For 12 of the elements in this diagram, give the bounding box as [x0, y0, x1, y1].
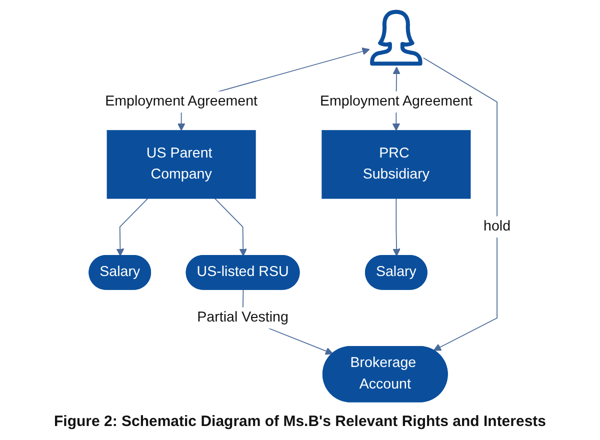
- arrow: [423, 57, 498, 351]
- node-person: [370, 9, 424, 66]
- edge-label: Employment Agreement: [105, 94, 258, 110]
- arrow: [392, 198, 401, 256]
- arrow: [214, 198, 248, 256]
- caption: Figure 2: Schematic Diagram of Ms.B's Relevant Rights and Interests: [54, 413, 546, 430]
- arrow: [116, 198, 149, 256]
- node-box: US Parent Company: [106, 130, 256, 199]
- edge-label: hold: [484, 218, 511, 234]
- edge-label: Partial Vesting: [197, 310, 289, 326]
- node-box: PRC Subsidiary: [322, 130, 471, 199]
- edge-label: Employment Agreement: [320, 94, 473, 110]
